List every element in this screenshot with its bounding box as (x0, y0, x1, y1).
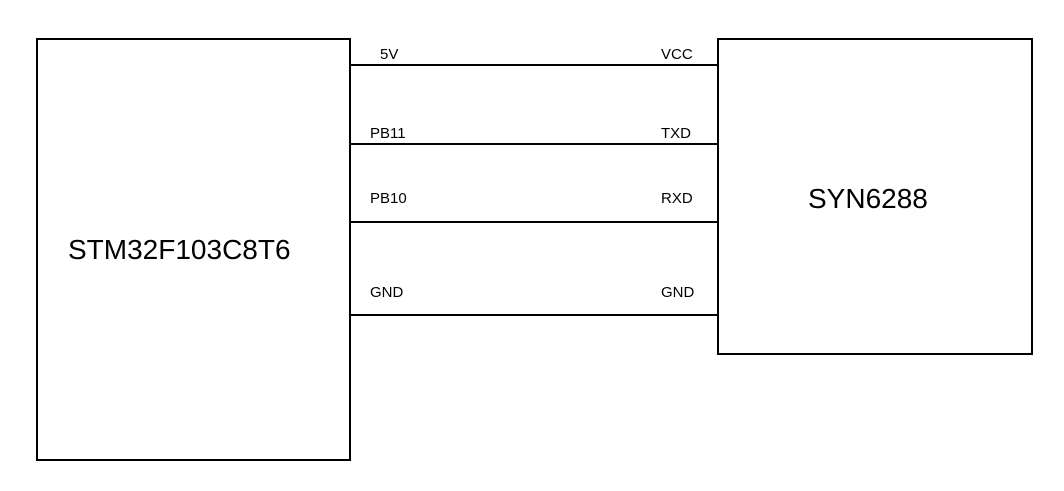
pin-label-pb10: PB10 (370, 190, 407, 207)
wire-5v-vcc (350, 64, 717, 66)
pin-label-txd: TXD (661, 125, 691, 142)
stm32-label: STM32F103C8T6 (68, 234, 291, 265)
syn6288-label: SYN6288 (808, 183, 928, 214)
pin-label-gnd-left: GND (370, 284, 404, 301)
pin-label-pb11: PB11 (370, 125, 406, 142)
pin-label-gnd-right: GND (661, 284, 695, 301)
pin-label-rxd: RXD (661, 190, 693, 207)
pin-label-vcc: VCC (661, 46, 693, 63)
pin-label-5v: 5V (380, 46, 399, 63)
wire-pb11-txd (350, 143, 717, 145)
wire-pb10-rxd (350, 221, 717, 223)
stm32-block (36, 38, 351, 461)
syn6288-block (717, 38, 1033, 355)
wire-gnd-gnd (350, 314, 717, 316)
